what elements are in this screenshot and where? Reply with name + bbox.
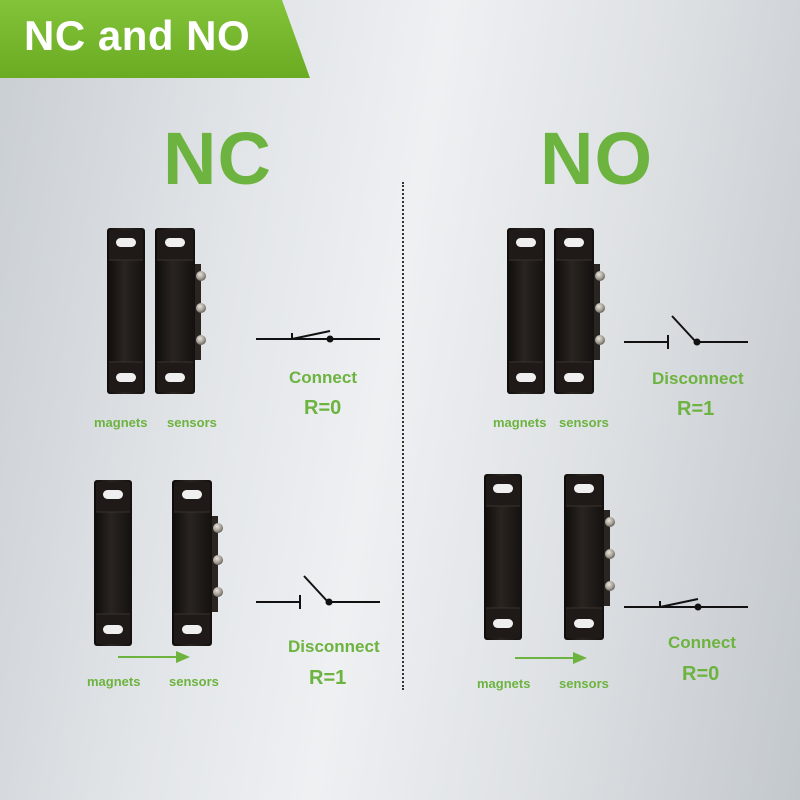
state-label: Disconnect xyxy=(288,637,380,656)
closed-switch-icon xyxy=(622,586,750,622)
sensor-icon xyxy=(563,474,619,640)
resistance-label: R=0 xyxy=(682,663,720,685)
sensor-icon xyxy=(553,228,609,394)
sensors-label: sensors xyxy=(559,415,609,430)
sensor-icon xyxy=(154,228,210,394)
sensor-icon xyxy=(171,480,227,646)
state-label: Connect xyxy=(289,368,357,387)
banner-title: NC and NO xyxy=(24,12,251,59)
sensors-label: sensors xyxy=(167,415,217,430)
open-switch-icon xyxy=(254,570,382,614)
sensors-label: sensors xyxy=(559,676,609,691)
magnet-icon xyxy=(106,228,146,394)
resistance-label: R=1 xyxy=(677,398,715,420)
state-label: Disconnect xyxy=(652,369,744,388)
section-divider xyxy=(402,182,404,690)
open-switch-icon xyxy=(622,310,750,354)
state-label: Connect xyxy=(668,633,736,652)
magnet-icon xyxy=(483,474,523,640)
title-banner xyxy=(0,0,310,78)
magnets-label: magnets xyxy=(87,674,141,689)
magnets-label: magnets xyxy=(94,415,148,430)
closed-switch-icon xyxy=(254,318,382,354)
nc-heading: NC xyxy=(163,117,272,200)
magnet-icon xyxy=(93,480,133,646)
arrow-right-icon xyxy=(513,649,589,667)
resistance-label: R=1 xyxy=(309,667,347,689)
arrow-right-icon xyxy=(116,648,192,666)
sensors-label: sensors xyxy=(169,674,219,689)
magnets-label: magnets xyxy=(493,415,547,430)
magnet-icon xyxy=(506,228,546,394)
magnets-label: magnets xyxy=(477,676,531,691)
resistance-label: R=0 xyxy=(304,397,342,419)
no-heading: NO xyxy=(540,117,653,200)
